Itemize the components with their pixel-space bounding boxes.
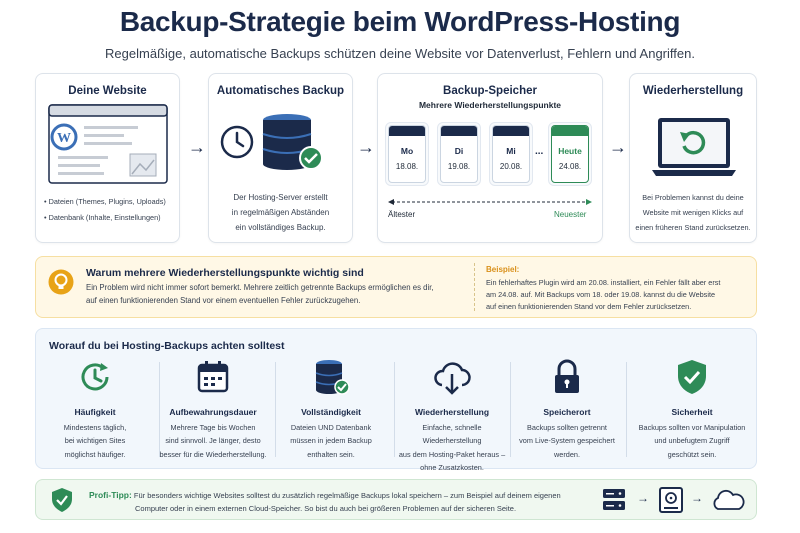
- feature-desc: Dateien UND Datenbank müssen in jedem Ba…: [290, 423, 372, 459]
- database-check-icon: [262, 114, 323, 170]
- day-date: 20.08.: [499, 162, 523, 171]
- feature-completeness: Vollständigkeit Dateien UND Datenbank mü…: [272, 357, 390, 465]
- restore-line-3: einen früheren Stand zurücksetzen.: [635, 223, 751, 232]
- backup-point-today[interactable]: Heute 24.08.: [551, 125, 589, 183]
- why-title: Warum mehrere Wiederherstellungspunkte w…: [86, 267, 364, 279]
- day-date: 18.08.: [395, 162, 419, 171]
- example-line-1: Ein fehlerhaftes Plugin wird am 20.08. i…: [486, 278, 721, 287]
- cloud-download-icon: [434, 362, 471, 395]
- pro-tip-box: Profi-Tipp: Für besonders wichtige Websi…: [35, 479, 757, 520]
- why-line-1: Ein Problem wird nicht immer sofort beme…: [86, 283, 434, 292]
- feature-title: Sicherheit: [671, 407, 713, 417]
- backup-point-mi[interactable]: Mi 20.08.: [492, 125, 530, 183]
- storage-card-title: Backup-Speicher: [443, 85, 537, 97]
- example-line-2: am 24.08. auf. Mit Backups vom 18. oder …: [486, 290, 716, 299]
- restore-line-1: Bei Problemen kannst du deine: [642, 193, 744, 202]
- pro-tip-line-2: Computer oder in einem externen Cloud-Sp…: [135, 504, 517, 513]
- page-subtitle: Regelmäßige, automatische Backups schütz…: [105, 46, 695, 61]
- database-check-icon: [315, 360, 350, 395]
- feature-divider: [394, 362, 395, 457]
- auto-backup-line-3: ein vollständiges Backup.: [235, 223, 326, 232]
- checklist-section: Worauf du bei Hosting-Backups achten sol…: [35, 328, 757, 469]
- backup-point-di[interactable]: Di 19.08.: [440, 125, 478, 183]
- auto-backup-line-1: Der Hosting-Server erstellt: [233, 193, 328, 202]
- hard-drive-icon: [659, 487, 683, 513]
- checklist-title: Worauf du bei Hosting-Backups achten sol…: [49, 340, 285, 352]
- feature-storage-location: Speicherort Backups sollten getrennt vom…: [508, 357, 626, 465]
- restore-line-2: Website mit wenigen Klicks auf: [642, 208, 744, 217]
- feature-frequency: Häufigkeit Mindestens täglich, bei wicht…: [36, 357, 154, 465]
- auto-backup-card: Automatisches Backup Der Hosting-Server …: [208, 73, 353, 243]
- website-item-database: • Datenbank (Inhalte, Einstellungen): [44, 213, 161, 222]
- day-date: 24.08.: [558, 162, 582, 171]
- calendar-icon: [197, 361, 229, 393]
- tip-arrow-1: →: [637, 491, 649, 505]
- day-label: Heute: [558, 146, 582, 156]
- feature-security: Sicherheit Backups sollten vor Manipulat…: [633, 357, 751, 465]
- flow-arrow-1: →: [188, 137, 206, 157]
- restore-card-title: Wiederherstellung: [642, 85, 744, 97]
- day-label: Di: [454, 146, 464, 156]
- feature-restore: Wiederherstellung Einfache, schnelle Wie…: [393, 357, 511, 472]
- flow-arrow-3: →: [609, 137, 627, 157]
- feature-title: Speicherort: [543, 407, 591, 417]
- example-line-3: auf einen funktionierenden Stand vor dem…: [486, 302, 692, 311]
- page-title: Backup-Strategie beim WordPress-Hosting: [119, 6, 681, 37]
- feature-divider: [510, 362, 511, 457]
- pro-tip-text: Profi-Tipp: Für besonders wichtige Websi…: [89, 490, 561, 500]
- website-item-files: • Dateien (Themes, Plugins, Uploads): [44, 197, 166, 206]
- feature-desc: Einfache, schnelle Wiederherstellung aus…: [398, 423, 506, 473]
- feature-title: Wiederherstellung: [414, 407, 490, 417]
- cloud-icon: [713, 489, 745, 510]
- auto-backup-card-title: Automatisches Backup: [216, 85, 345, 97]
- feature-desc: Backups sollten vor Manipulation und unb…: [638, 423, 746, 459]
- storage-card-subtitle: Mehrere Wiederherstellungspunkte: [418, 100, 562, 110]
- clock-icon: [220, 125, 254, 159]
- lock-icon: [555, 359, 579, 393]
- server-icon: [603, 489, 625, 510]
- clock-refresh-icon: [81, 363, 109, 391]
- timeline-newest: Neuester: [554, 210, 587, 219]
- example-label: Beispiel:: [486, 265, 520, 274]
- tip-arrow-2: →: [691, 491, 703, 505]
- laptop-restore-icon: [652, 118, 736, 176]
- website-card: Deine Website W • Dateien (Themes, Plugi…: [35, 73, 180, 243]
- feature-title: Aufbewahrungsdauer: [169, 407, 257, 417]
- day-date: 19.08.: [447, 162, 471, 171]
- feature-desc: Backups sollten getrennt vom Live-System…: [519, 423, 615, 459]
- day-label: Mo: [400, 146, 414, 156]
- website-card-title: Deine Website: [68, 85, 147, 97]
- flow-arrow-2: →: [357, 137, 375, 157]
- why-multiple-points-box: Warum mehrere Wiederherstellungspunkte w…: [35, 256, 757, 318]
- ellipsis: ...: [535, 146, 544, 157]
- feature-divider: [275, 362, 276, 457]
- pro-tip-label: Profi-Tipp:: [89, 490, 132, 500]
- feature-divider: [626, 362, 627, 457]
- feature-desc: Mehrere Tage bis Wochen sind sinnvoll. J…: [159, 423, 267, 459]
- backup-point-mo[interactable]: Mo 18.08.: [388, 125, 426, 183]
- feature-title: Vollständigkeit: [301, 407, 361, 417]
- pro-tip-line-1: Für besonders wichtige Websites solltest…: [133, 491, 561, 500]
- why-line-2: auf einen funktionierenden Stand vor ein…: [86, 296, 361, 305]
- restore-card: Wiederherstellung Bei Problemen kannst d…: [629, 73, 757, 243]
- example-divider: [474, 263, 475, 311]
- timeline-oldest: Ältester: [388, 210, 416, 219]
- svg-text:W: W: [57, 131, 71, 146]
- browser-window-icon: W: [48, 104, 168, 184]
- auto-backup-line-2: in regelmäßigen Abständen: [231, 208, 330, 217]
- shield-check-icon: [52, 488, 72, 512]
- shield-check-icon: [678, 360, 706, 394]
- feature-desc: Mindestens täglich, bei wichtigen Sites …: [63, 423, 127, 459]
- feature-title: Häufigkeit: [74, 407, 116, 417]
- feature-retention: Aufbewahrungsdauer Mehrere Tage bis Woch…: [154, 357, 272, 465]
- timeline-arrow: [388, 199, 592, 205]
- lightbulb-icon: [48, 269, 74, 295]
- feature-divider: [159, 362, 160, 457]
- day-label: Mi: [506, 146, 516, 156]
